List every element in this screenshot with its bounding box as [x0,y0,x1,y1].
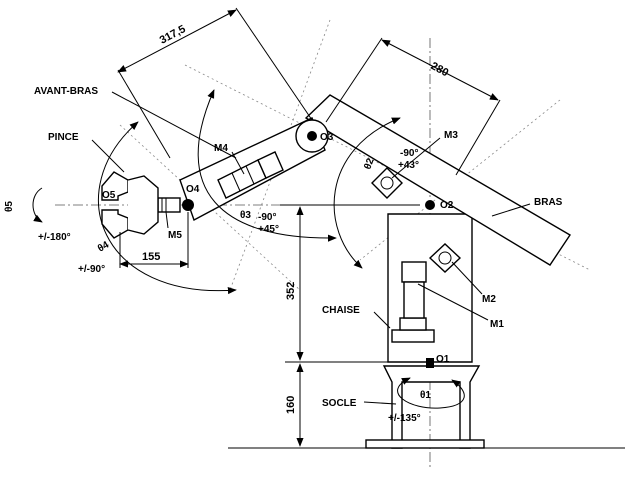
joint-o1 [426,358,434,368]
label-m3: M3 [444,130,458,141]
motor-m2 [428,243,462,273]
label-socle: SOCLE [322,398,357,409]
base-socle [365,365,485,449]
joint-o2 [425,200,435,210]
leader-avant-bras [111,91,237,159]
joint-o3 [307,131,317,141]
label-range2a: -90° [400,148,418,159]
label-dim-chair: 352 [285,282,297,300]
leader-m2 [451,261,483,295]
label-theta3: θ3 [240,210,251,221]
label-range2b: +43° [398,160,419,171]
label-o2: O2 [440,200,454,211]
label-dim-base: 160 [285,396,297,414]
leader-m4 [231,151,245,175]
label-theta2: θ2 [362,157,376,171]
label-m4: M4 [214,143,228,154]
arc-theta3 [197,89,337,242]
label-o3: O3 [320,132,334,143]
arc-theta1 [397,377,465,409]
motor-m1 [401,261,427,319]
label-range5: +/-180° [38,232,71,243]
label-m5: M5 [168,230,182,241]
label-o4: O4 [186,184,200,195]
label-chaise: CHAISE [322,305,360,316]
label-range1: +/-135° [388,413,421,424]
label-m1: M1 [490,319,504,330]
label-range3a: -90° [258,212,276,223]
label-m2: M2 [482,294,496,305]
label-dim-gripper: 155 [142,251,160,263]
leader-chaise [373,311,391,329]
label-theta1: θ1 [420,390,431,401]
chair-chaise [387,213,473,363]
label-bras: BRAS [534,197,563,208]
leader-m5 [165,211,169,229]
leader-m1 [417,283,489,321]
leader-socle [363,401,397,405]
label-theta5: θ5 [4,201,15,212]
leader-m3 [391,137,441,179]
label-o1: O1 [436,354,450,365]
label-range3b: +45° [258,224,279,235]
label-range4: +/-90° [78,264,105,275]
arc-theta5 [32,187,43,223]
leader-bras [491,203,531,217]
label-theta4: θ4 [96,239,111,254]
arc-theta2 [333,117,401,269]
label-avant-bras: AVANT-BRAS [34,86,98,97]
label-dim-arm: 280 [429,60,451,79]
label-pince: PINCE [48,132,79,143]
joint-o4 [182,199,194,211]
motor-m5 [157,197,181,213]
leader-pince [91,139,125,173]
label-o5: O5 [102,190,116,201]
arc-theta4 [98,121,237,295]
